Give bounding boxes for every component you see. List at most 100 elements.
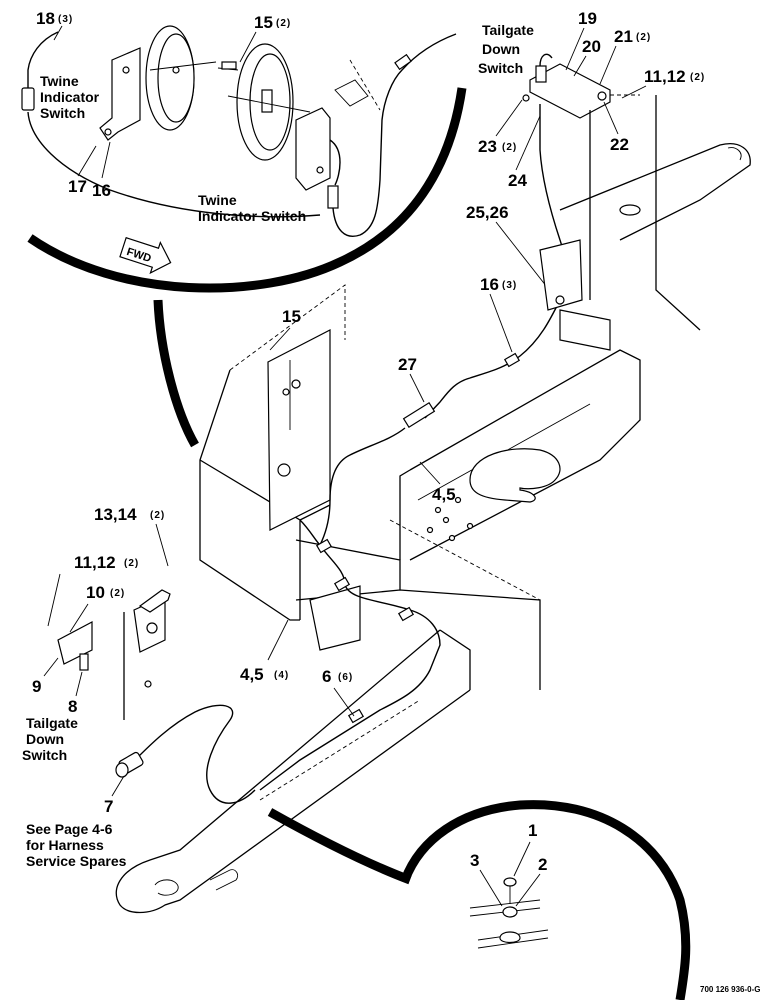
- tailgate-plate-hole: [146, 622, 158, 634]
- plate-switch: [291, 379, 301, 389]
- caption-twine-top-3: Switch: [40, 105, 85, 121]
- callout-8: 8: [68, 697, 77, 716]
- lower-frame-hidden: [389, 519, 541, 601]
- mount-bolt: [555, 295, 565, 305]
- tailgate-bracket-top: [138, 589, 171, 613]
- drawbar-hitch-hole: [154, 879, 179, 896]
- leader-17: [77, 145, 97, 177]
- callout-9: 9: [32, 677, 41, 696]
- caption-tailgate-top-2: Down: [482, 41, 520, 57]
- callout-2: 2: [538, 855, 547, 874]
- callout-23-qty: (2): [502, 142, 517, 153]
- harness-connector: [394, 53, 412, 71]
- plate-line-1: [469, 899, 541, 909]
- pulley-2-hub: [261, 89, 273, 113]
- bracket-right: [295, 107, 331, 191]
- callout-16-detail: 16: [92, 181, 111, 200]
- leader-1: [513, 841, 531, 877]
- leader-21: [599, 45, 617, 85]
- leader-4-5-main: [419, 461, 441, 485]
- callout-18: 18: [36, 9, 55, 28]
- tailgate-bolt: [144, 680, 152, 688]
- harness-clip: [334, 79, 369, 107]
- fwd-arrow-icon: FWD: [119, 236, 172, 275]
- caption-see-page-3: Service Spares: [26, 853, 127, 869]
- mount-plate: [267, 329, 331, 531]
- twine-wire-top: [27, 31, 59, 100]
- beam-end: [727, 147, 742, 161]
- twine-indicator-detail-view: FWD 18: [21, 9, 467, 448]
- callout-16-main-qty: (3): [502, 280, 517, 291]
- twine-wire-right-lower: [332, 179, 381, 237]
- housing-left: [199, 369, 300, 621]
- bolt-23: [522, 94, 530, 102]
- leader-13-14: [155, 523, 169, 567]
- callout-4-5-main: 4,5: [432, 485, 456, 504]
- fastener-nut: [499, 931, 521, 944]
- fastener-detail-view: 1 2 3: [267, 800, 691, 1001]
- pulley-axle-1: [149, 61, 217, 71]
- tailgate-switch-top-assembly: Tailgate Down Switch 19 20 21 (2) 11,12 …: [466, 9, 704, 297]
- bracket-lower: [559, 309, 611, 351]
- shaft-coupler: [221, 61, 237, 70]
- tailgate-switch-wire-loop: [539, 53, 553, 67]
- tailgate-switch-left-body: [79, 653, 89, 671]
- leader-11-12-left: [47, 573, 61, 627]
- callout-1: 1: [528, 821, 537, 840]
- frame-holes: [426, 496, 474, 542]
- callout-13-14: 13,14: [94, 505, 137, 524]
- figure-reference: 700 126 936-0-G: [700, 985, 761, 994]
- leader-16-main: [489, 293, 513, 353]
- callout-21: 21: [614, 27, 633, 46]
- bracket-right-bolt: [316, 166, 324, 174]
- harness-branch: [299, 519, 321, 546]
- leader-6: [333, 687, 355, 717]
- drawbar-hidden: [259, 699, 421, 801]
- caption-twine-bottom-1: Twine: [198, 192, 237, 208]
- caption-twine-bottom-2: Indicator Switch: [198, 208, 306, 224]
- leader-10: [69, 603, 89, 633]
- detail-circle-bottom: [400, 800, 691, 1001]
- harness-plug-cable: [134, 704, 256, 804]
- callout-10-qty: (2): [110, 588, 125, 599]
- callout-3: 3: [470, 851, 479, 870]
- caption-tailgate-left-1: Tailgate: [26, 715, 78, 731]
- detail-leader-arm: [153, 299, 199, 448]
- twine-wire-right: [329, 139, 341, 186]
- leader-15-main: [269, 327, 291, 351]
- harness-connector-27: [402, 401, 436, 429]
- leader-11-12-top: [621, 85, 647, 99]
- harness-clips: [315, 352, 521, 724]
- callout-16-main: 16: [480, 275, 499, 294]
- harness-main-1: [424, 299, 561, 419]
- callout-24: 24: [508, 171, 527, 190]
- caption-tailgate-top-1: Tailgate: [482, 22, 534, 38]
- callout-19: 19: [578, 9, 597, 28]
- callout-21-qty: (2): [636, 32, 651, 43]
- housing-top-hidden: [229, 284, 346, 371]
- caption-tailgate-left-3: Switch: [22, 747, 67, 763]
- housing-edge: [299, 504, 331, 521]
- caption-twine-top-2: Indicator: [40, 89, 100, 105]
- pulley-1-hub: [172, 66, 180, 74]
- pulley-axle-2: [227, 95, 311, 113]
- fastener-washer: [502, 906, 518, 918]
- leader-18: [53, 25, 63, 41]
- bracket-bolt: [104, 128, 112, 136]
- tailgate-switch-body: [535, 65, 547, 83]
- caption-see-page-2: for Harness: [26, 837, 104, 853]
- leader-7: [111, 775, 125, 797]
- callout-4-5-lower: 4,5: [240, 665, 264, 684]
- callout-11-12-left: 11,12: [74, 553, 116, 572]
- leader-27: [409, 373, 425, 403]
- callout-4-5-lower-qty: (4): [274, 670, 289, 681]
- callout-6-qty: (6): [338, 672, 353, 683]
- drawbar: [115, 629, 471, 914]
- leader-20: [573, 55, 587, 77]
- leader-23: [495, 99, 523, 137]
- main-beam: [409, 349, 641, 561]
- harness-upper: [379, 33, 457, 181]
- baler-frame: [57, 95, 751, 914]
